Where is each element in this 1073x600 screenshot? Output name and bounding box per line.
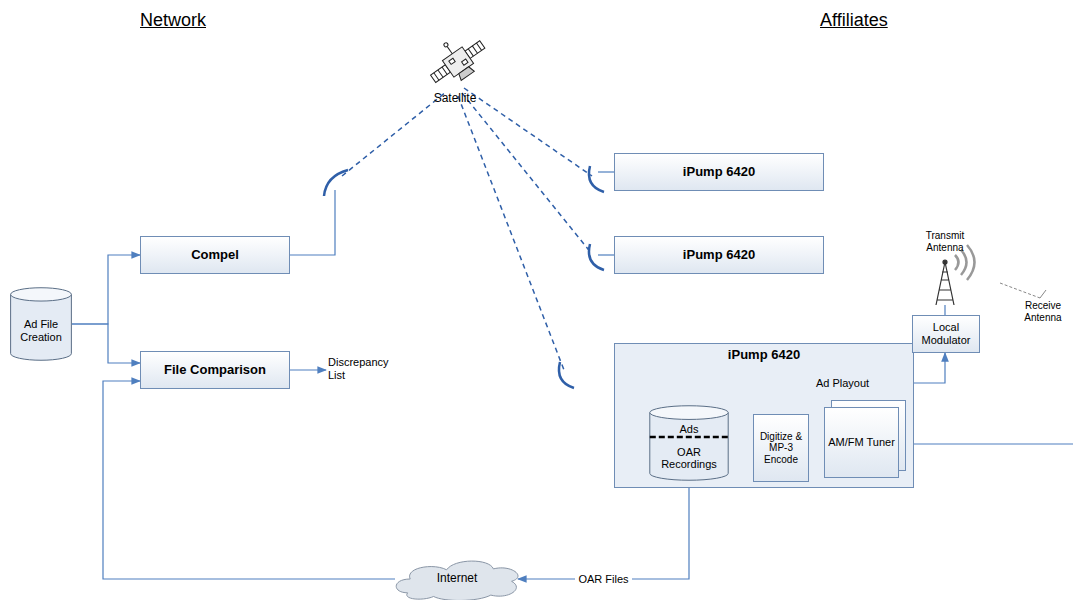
process-box: File Comparison: [140, 351, 290, 389]
receive-antenna: [1040, 290, 1046, 298]
node-content: Compel: [141, 237, 289, 273]
annotation-label: Receive Antenna: [1018, 300, 1068, 323]
node-content: AdsOAR Recordings: [649, 405, 729, 481]
satellite-link: [462, 93, 592, 254]
annotation-label: Discrepancy List: [328, 356, 398, 381]
satellite-link: [464, 88, 592, 176]
database-cylinder: Ad File Creation: [10, 287, 72, 361]
receive-antenna: [1000, 283, 1040, 298]
node-text: Compel: [191, 248, 239, 263]
output-arrow: [290, 369, 326, 370]
node-content: Local Modulator: [913, 316, 979, 352]
connector-label: OAR Files: [575, 573, 631, 585]
connector: [518, 481, 689, 579]
device-box: iPump 6420: [614, 236, 824, 274]
node-content: iPump 6420: [615, 154, 823, 190]
internet-cloud: Internet: [392, 556, 522, 600]
satellite-link: [342, 92, 446, 176]
process-box: Compel: [140, 236, 290, 274]
node-text: iPump 6420: [683, 248, 755, 263]
node-text: Internet: [437, 572, 478, 586]
feed-line: [290, 190, 335, 255]
node-text: iPump 6420: [683, 165, 755, 180]
tuner-box: AM/FM Tuner: [824, 407, 899, 478]
node-content: Digitize & MP-3 Encode: [754, 415, 808, 481]
node-content: Ad File Creation: [10, 287, 72, 361]
node-content: iPump 6420: [615, 237, 823, 273]
annotation-label: Satellite: [420, 92, 490, 106]
cylinder-body: [11, 294, 72, 360]
dish-icon: [589, 244, 604, 270]
device-panel: iPump 6420AdsOAR Recordings Digitize & MP…: [614, 343, 914, 488]
connector: [72, 255, 140, 324]
node-text: File Comparison: [164, 363, 266, 378]
node-text: Ad File Creation: [10, 318, 72, 343]
node-content: Internet: [392, 556, 522, 600]
rf-input: [899, 443, 1073, 444]
satellite-link: [458, 96, 564, 370]
cylinder-top: [650, 406, 728, 420]
feed-line: [598, 171, 614, 172]
process-box: Local Modulator: [912, 315, 980, 353]
storage-cylinder: AdsOAR Recordings: [649, 405, 729, 481]
connector-label: Ad Playout: [813, 377, 872, 389]
section-heading: Affiliates: [820, 10, 930, 31]
connector: [103, 381, 395, 579]
cylinder-body: [650, 413, 728, 481]
device-box: iPump 6420: [614, 153, 824, 191]
feed-line: [598, 254, 614, 255]
node-text: OAR Recordings: [649, 446, 729, 471]
dish-icon: [589, 166, 604, 192]
box-heading: iPump 6420: [728, 348, 800, 363]
process-box: Digitize & MP-3 Encode: [753, 414, 809, 482]
connector: [72, 324, 140, 363]
cloud-body: [396, 561, 518, 600]
node-text: Digitize & MP-3 Encode: [754, 431, 808, 466]
cylinder-top: [11, 288, 72, 301]
antenna-tower: [936, 245, 975, 305]
node-text: Ads: [680, 423, 699, 436]
node-content: File Comparison: [141, 352, 289, 388]
node-content: AM/FM Tuner: [824, 407, 899, 478]
annotation-label: Transmit Antenna: [915, 230, 975, 253]
node-text: AM/FM Tuner: [828, 436, 895, 449]
dish-icon: [559, 362, 574, 388]
satellite-icon: [420, 26, 492, 93]
partition-line: [650, 436, 728, 439]
antenna-feed: [944, 305, 945, 315]
node-text: Local Modulator: [913, 321, 979, 346]
section-heading: Network: [140, 10, 250, 31]
